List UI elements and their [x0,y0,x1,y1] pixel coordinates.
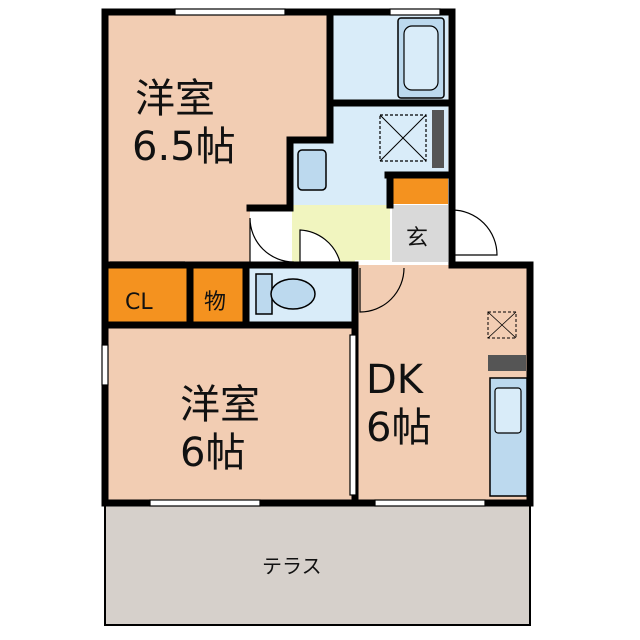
entrance-floor [392,205,448,262]
storage-floor [192,268,244,323]
entrance-label: 玄 [406,226,428,251]
fridge-spot-icon [487,311,517,339]
western-room-2-name: 洋室 [180,382,260,428]
range-hood [488,355,526,371]
western-room-1-size: 6.5帖 [132,124,236,170]
washroom-floor [290,103,448,205]
doors [110,209,498,313]
western-room-1-floor [108,15,330,262]
closet-floor [108,268,190,323]
kitchen-sink-icon [494,387,522,434]
entrance-shoe-box [392,176,448,204]
washroom-sink-icon [297,149,327,191]
dining-kitchen-name: DK [366,357,425,403]
windows [101,8,486,507]
western-room-2-size: 6帖 [180,430,245,476]
dining-kitchen-size: 6帖 [366,405,431,451]
western-room-1-name: 洋室 [135,76,215,122]
terrace-area [104,499,531,626]
terrace-label: テラス [262,554,322,578]
washing-machine-icon [379,114,427,162]
storage-label: 物 [204,290,226,315]
closet-label: CL [125,290,153,315]
western-room-2-floor [108,328,352,500]
toilet-icon [255,273,316,315]
